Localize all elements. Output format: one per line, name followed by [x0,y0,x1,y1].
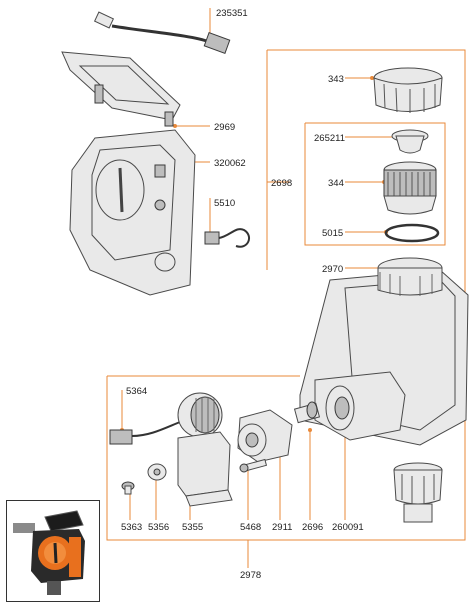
label-5356: 5356 [148,522,169,533]
housing-320062 [69,129,196,296]
label-2696: 2696 [302,522,323,533]
label-5355: 5355 [182,522,203,533]
container-2970 [299,257,469,446]
valve-2911 [237,409,293,463]
label-5468: 5468 [240,522,261,533]
fitting-265211 [391,129,429,154]
tube-2696 [293,401,321,424]
label-2698: 2698 [271,178,292,189]
label-5364: 5364 [126,386,147,397]
label-344: 344 [328,178,344,189]
label-2970: 2970 [322,264,343,275]
screw-5468 [239,458,268,473]
label-265211: 265211 [314,133,345,144]
washer-5356 [147,463,167,481]
cable-connector-235351 [93,11,231,54]
label-320062: 320062 [214,158,246,169]
cap-343 [373,67,443,113]
disc-260091 [325,385,355,431]
filter-344 [383,161,437,215]
water-timer-photo [7,501,99,601]
label-5510: 5510 [214,198,235,209]
label-2969: 2969 [214,122,235,133]
label-2911: 2911 [272,522,292,533]
label-5363: 5363 [121,522,142,533]
bracket-5355 [177,431,233,507]
screw-5363 [121,481,135,495]
leader-lines [106,8,466,568]
label-5015: 5015 [322,228,343,239]
label-343: 343 [328,74,344,85]
lid-2969 [61,51,181,127]
label-260091: 260091 [332,522,364,533]
product-thumbnail [6,500,100,602]
oring-5015 [384,223,440,243]
coil-5364 [109,392,223,445]
label-2978: 2978 [240,570,261,581]
tap-fitting [393,462,443,523]
connector-5510 [204,228,251,248]
label-235351: 235351 [216,8,248,19]
